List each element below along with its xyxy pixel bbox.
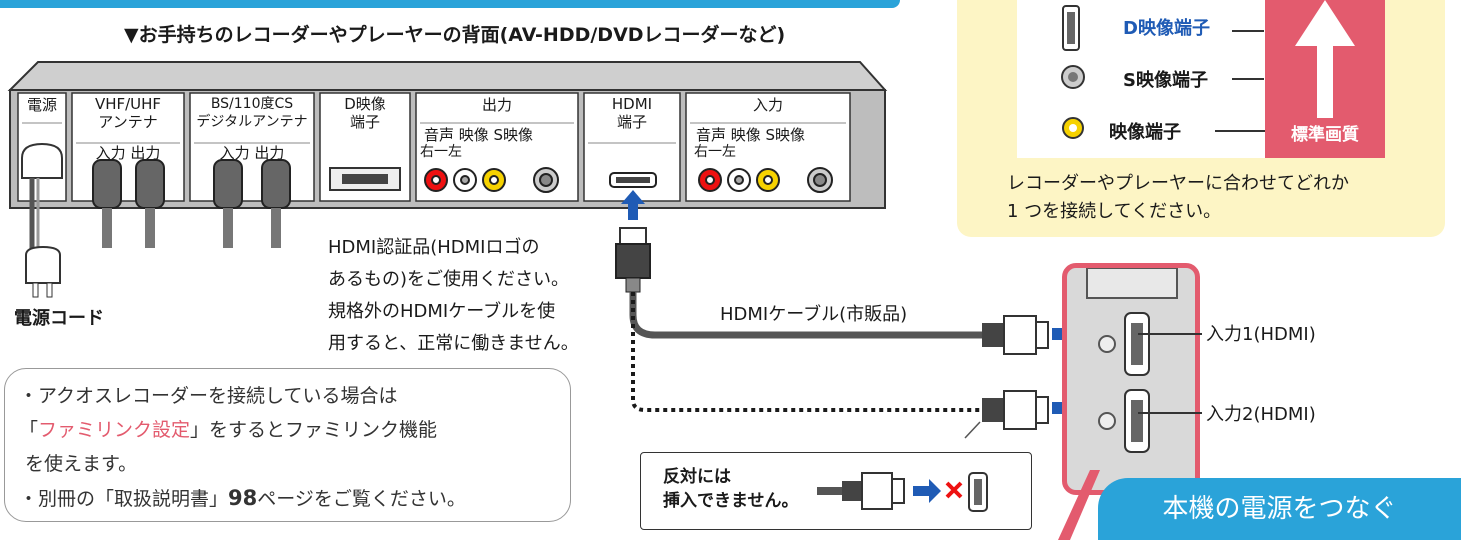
pointer-wedge	[1058, 470, 1100, 540]
bs-io-label: 入力 出力	[219, 144, 285, 162]
power-cord-label: 電源コード	[14, 308, 104, 329]
input2-leader	[1138, 412, 1202, 414]
video-jack-icon	[1062, 117, 1084, 139]
legend-note: レコーダーやプレーヤーに合わせてどれか 1 つを接続してください。	[1007, 173, 1349, 222]
s-video-icon	[1061, 65, 1085, 89]
input1-leader	[1138, 333, 1202, 335]
d-terminal-icon	[1062, 5, 1080, 51]
tv-hdmi-ports	[1086, 268, 1178, 453]
section-banner[interactable]: 本機の電源をつなぐ	[1098, 478, 1461, 540]
legend-video-leader	[1215, 130, 1265, 132]
input1-label: 入力1(HDMI)	[1206, 324, 1316, 345]
recorder-caption: ▼お手持ちのレコーダーやプレーヤーの背面(AV-HDD/DVDレコーダーなど)	[124, 24, 786, 46]
reverse-note: 反対には 挿入できません。	[663, 467, 799, 511]
output-section-label: 出力	[481, 96, 512, 114]
vhf-io-label: 入力 出力	[95, 144, 161, 162]
notes-box: ・アクオスレコーダーを接続している場合は 「ファミリンク設定」をするとファミリン…	[4, 368, 571, 522]
legend-s-leader	[1232, 78, 1264, 80]
note-line-3: を使えます。	[25, 453, 138, 475]
recorder-panel	[7, 61, 888, 250]
famirink-link[interactable]: ファミリンク設定	[38, 419, 191, 441]
hdmi-note: HDMI認証品(HDMIロゴの あるもの)をご使用ください。 規格外のHDMIケ…	[328, 237, 579, 354]
notes-text: ・アクオスレコーダーを接続している場合は 「ファミリンク設定」をするとファミリン…	[19, 379, 466, 516]
note-line-2: 「ファミリンク設定」をするとファミリンク機能	[19, 419, 438, 441]
power-section-label: 電源	[26, 96, 57, 114]
output-sub-label: 音声 映像 S映像	[424, 126, 534, 144]
hdmi-cable-label: HDMIケーブル(市販品)	[720, 304, 908, 325]
legend-s-video: S映像端子	[1123, 70, 1208, 91]
input-section-label: 入力	[752, 96, 783, 114]
legend-panel: 標準画質 D映像端子 S映像端子 映像端子 レコーダーやプレーヤーに合わせてどれ…	[957, 0, 1445, 237]
input2-label: 入力2(HDMI)	[1206, 404, 1316, 425]
quality-up-arrow	[1295, 0, 1355, 118]
reverse-callout: 反対には 挿入できません。	[640, 452, 1032, 530]
top-rule	[0, 0, 900, 8]
legend-d-leader	[1232, 30, 1264, 32]
tv-input-panel	[1062, 263, 1200, 495]
hdmi-cable-diagram	[615, 190, 1049, 439]
output-sub-label-2: 右一左	[420, 144, 462, 160]
legend-video: 映像端子	[1109, 122, 1181, 143]
legend-d-video: D映像端子	[1123, 18, 1210, 39]
quality-label: 標準画質	[1291, 125, 1359, 145]
input-sub-label: 音声 映像 S映像	[696, 126, 806, 144]
note-line-4: ・別冊の「取扱説明書」98ページをご覧ください。	[19, 486, 466, 510]
power-plug-icon	[25, 245, 61, 298]
note-line-1: ・アクオスレコーダーを接続している場合は	[19, 385, 398, 407]
input-sub-label-2: 右一左	[694, 144, 736, 160]
d-section-label: D映像端子	[344, 95, 386, 131]
reverse-plug-icon	[817, 472, 988, 512]
